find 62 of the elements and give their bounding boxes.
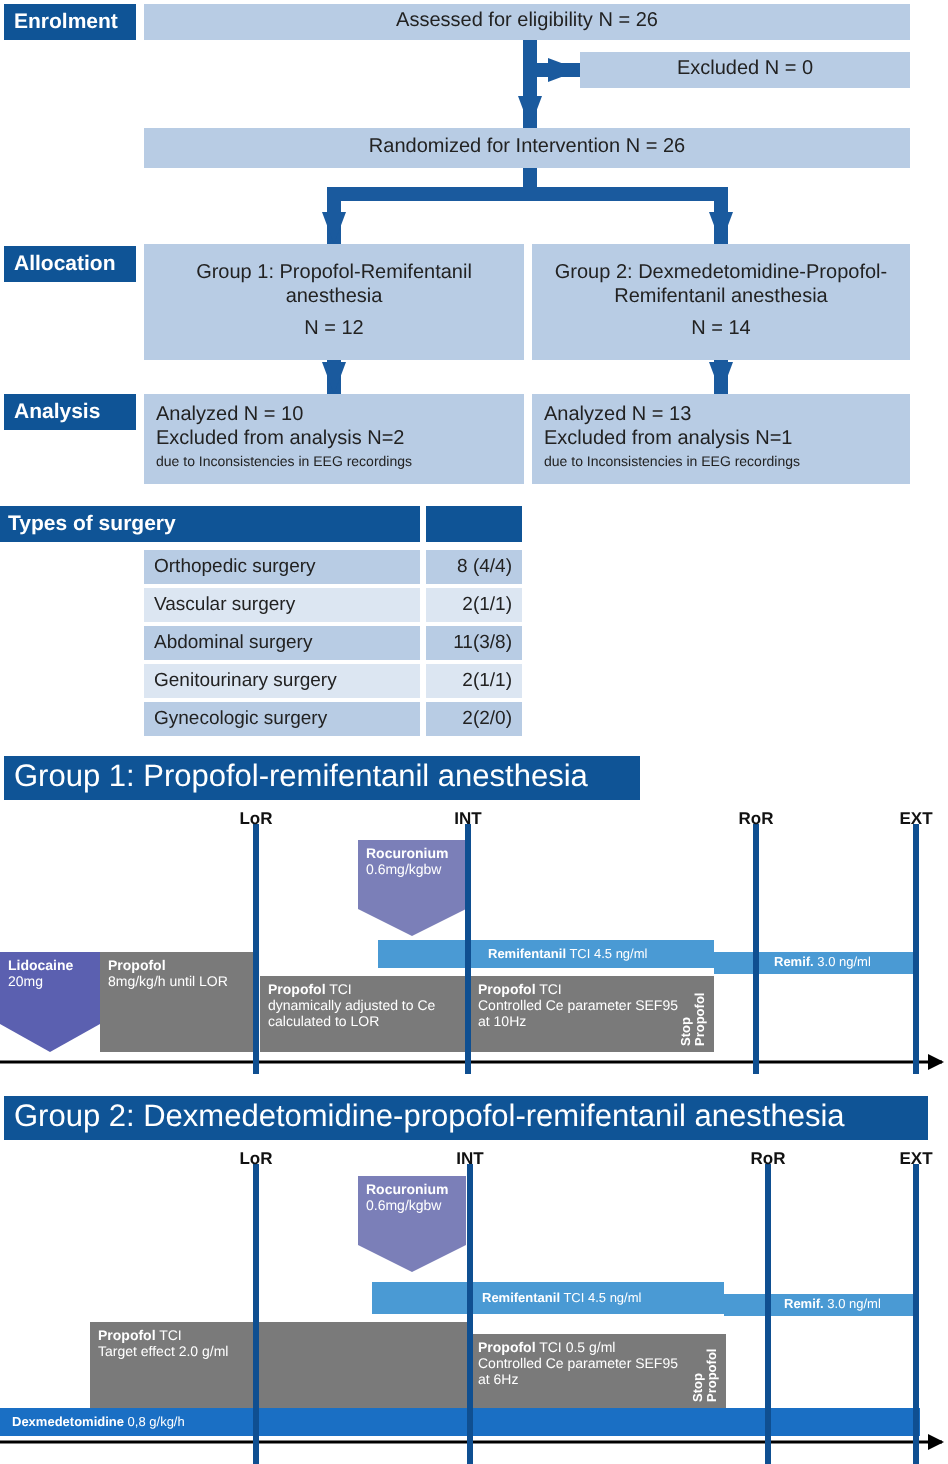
time-marker-label: RoR	[736, 808, 776, 828]
flow-box	[144, 4, 910, 40]
time-marker-label: EXT	[897, 1148, 935, 1168]
arrow	[322, 360, 346, 394]
flow-box	[144, 394, 524, 484]
title-band	[4, 1096, 928, 1140]
box-text: Group 1: Propofol-Remifentanil anesthesia	[194, 262, 474, 310]
table-cell: Genitourinary surgery	[144, 664, 420, 698]
flow-box	[532, 394, 910, 484]
table-cell: 11(3/8)	[426, 626, 522, 660]
section-tag	[4, 394, 136, 430]
table-cell: 2(1/1)	[426, 664, 522, 698]
infusion-bar	[714, 952, 914, 974]
infusion-bar	[724, 1294, 914, 1316]
time-marker-label: EXT	[897, 808, 935, 828]
section-label: Analysis	[14, 400, 101, 424]
box-text: Assessed for eligibility N = 26	[396, 10, 658, 34]
table-cell: 2(2/0)	[426, 702, 522, 736]
time-marker-label: LoR	[237, 808, 275, 828]
count-text: N = 12	[304, 318, 364, 342]
section-tag	[4, 246, 136, 282]
table-header: Types of surgery	[0, 506, 420, 542]
infusion-bar	[372, 1282, 724, 1314]
time-marker-label: INT	[452, 808, 484, 828]
title-band	[4, 756, 640, 800]
flow-box	[580, 52, 910, 88]
timeline-title: Group 1: Propofol-remifentanil anesthesia	[14, 760, 588, 796]
flow-box	[532, 244, 910, 360]
section-label: Allocation	[14, 252, 116, 276]
drug-arrow-shape	[358, 840, 466, 936]
infusion-block	[90, 1322, 470, 1408]
infusion-block	[470, 976, 714, 1052]
time-marker-label: RoR	[748, 1148, 788, 1168]
table-cell: 2(1/1)	[426, 588, 522, 622]
drug-arrow-shape	[0, 952, 100, 1052]
count-text: Analyzed N = 13	[544, 403, 694, 427]
section-label: Enrolment	[14, 10, 118, 34]
infusion-block	[260, 976, 468, 1052]
table-cell: Abdominal surgery	[144, 626, 420, 660]
box-text: Group 2: Dexmedetomidine-Propofol-Remifentanil anesthesia	[552, 262, 890, 310]
box-text: Excluded N = 0	[676, 58, 814, 82]
infusion-bar	[0, 1408, 920, 1436]
section-tag	[4, 4, 136, 40]
flow-box	[144, 244, 524, 360]
count-text: N = 14	[691, 318, 751, 342]
infusion-block	[100, 952, 256, 1052]
infusion-bar	[378, 940, 714, 968]
table-cell: Orthopedic surgery	[144, 550, 420, 584]
time-marker-label: INT	[454, 1148, 486, 1168]
count-text: Analyzed N = 10	[156, 403, 306, 427]
count-text: Excluded from analysis N=2	[156, 427, 407, 451]
drug-arrow-shape	[358, 1176, 466, 1272]
box-text: Randomized for Intervention N = 26	[368, 136, 686, 160]
flow-box	[144, 128, 910, 168]
timeline-title: Group 2: Dexmedetomidine-propofol-remifentanil anesthesia	[14, 1100, 845, 1136]
table-cell: Gynecologic surgery	[144, 702, 420, 736]
table-cell: 8 (4/4)	[426, 550, 522, 584]
table-cell: Vascular surgery	[144, 588, 420, 622]
count-text: Excluded from analysis N=1	[544, 427, 795, 451]
arrow	[709, 360, 733, 394]
infusion-block	[470, 1334, 726, 1408]
time-marker-label: LoR	[237, 1148, 275, 1168]
